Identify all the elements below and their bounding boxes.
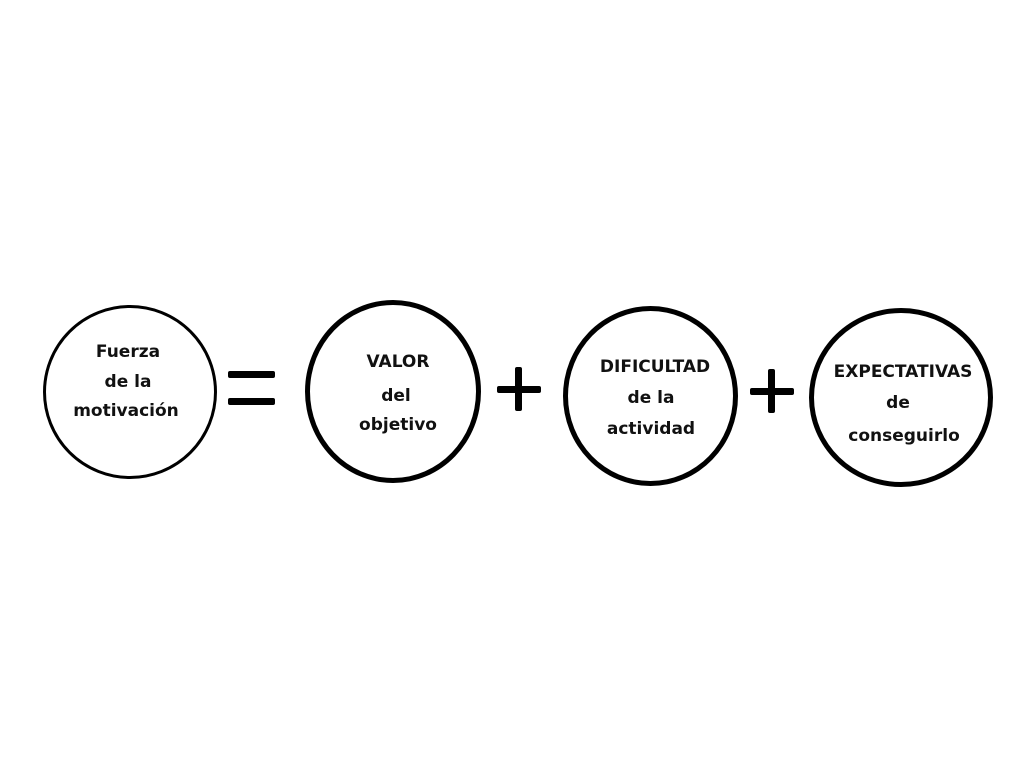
term-line: motivación: [73, 401, 179, 421]
term-line: de: [886, 393, 910, 413]
term-line: actividad: [606, 419, 696, 439]
circle: [305, 300, 481, 483]
term-line: de la: [627, 388, 675, 408]
term-line: de la: [104, 372, 152, 392]
term-line: del: [381, 386, 411, 406]
term-line: conseguirlo: [848, 426, 960, 446]
term-line: Fuerza: [95, 342, 161, 362]
circle: [809, 308, 993, 487]
term-line: EXPECTATIVAS: [833, 362, 973, 382]
term-line: VALOR: [366, 352, 430, 372]
circle: [563, 306, 738, 486]
circle: [43, 305, 217, 479]
term-line: objetivo: [359, 415, 437, 435]
term-line: DIFICULTAD: [599, 357, 711, 377]
